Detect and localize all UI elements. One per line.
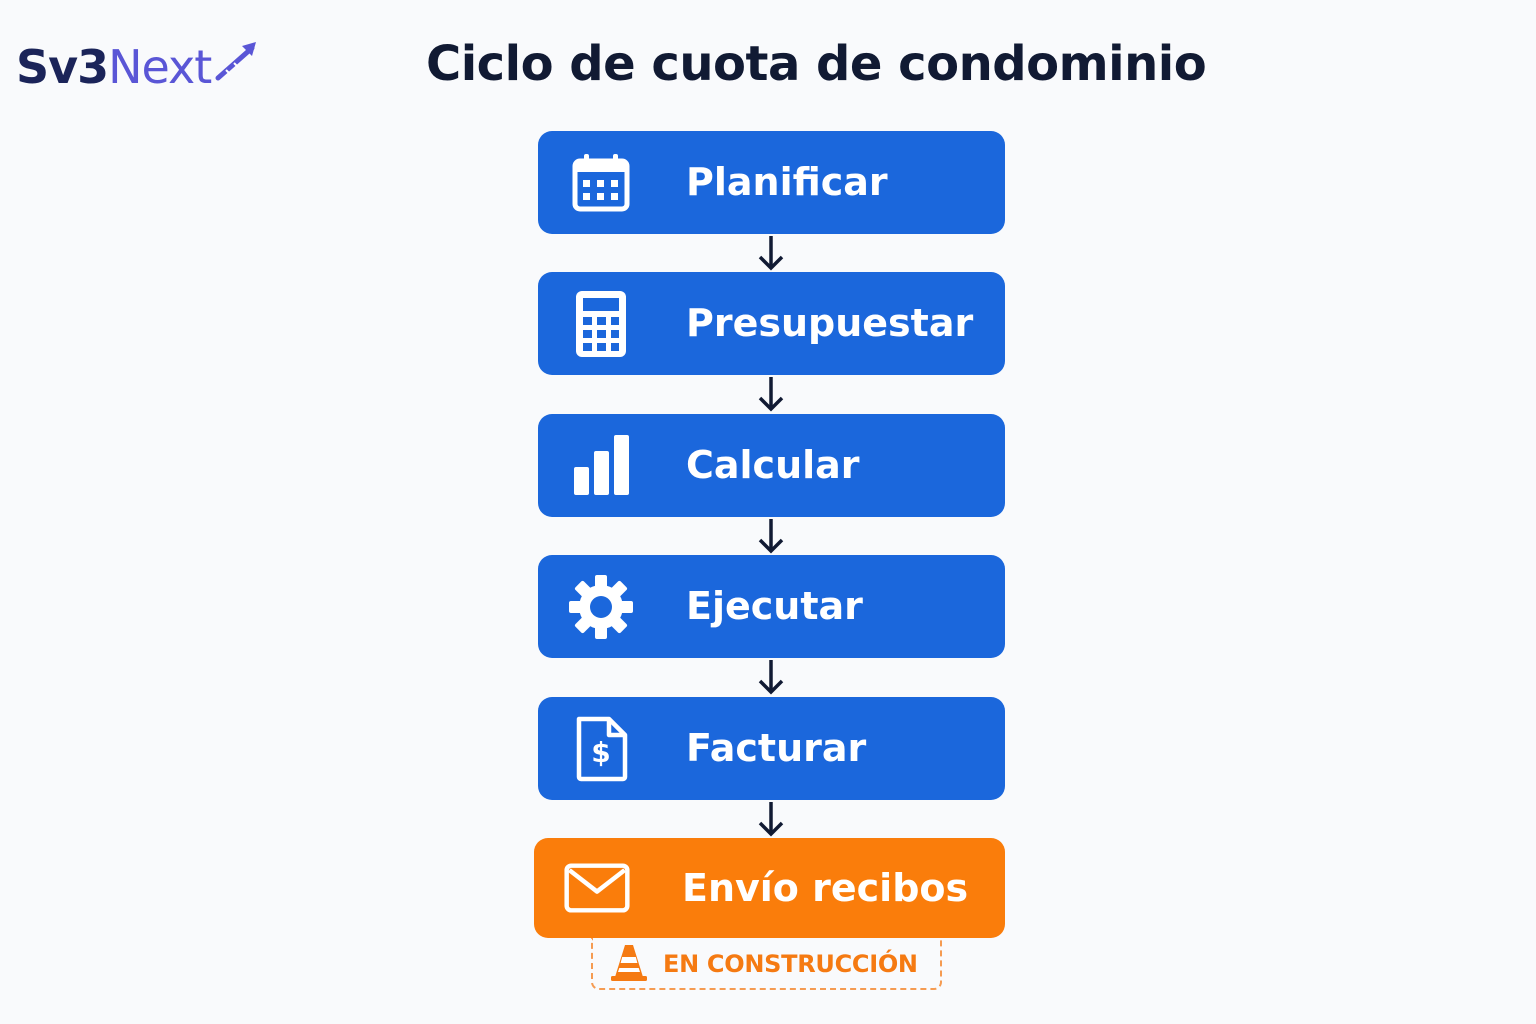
logo-text-part1: Sv3 — [16, 40, 109, 94]
svg-text:$: $ — [591, 736, 610, 769]
step-label: Envío recibos — [682, 866, 969, 910]
arrow-down-icon — [758, 519, 784, 554]
arrow-down-icon — [758, 802, 784, 837]
step-planificar: Planificar — [538, 131, 1005, 234]
step-calcular: Calcular — [538, 414, 1005, 517]
bar-chart-icon — [568, 433, 634, 499]
calendar-icon — [568, 150, 634, 216]
envelope-icon — [564, 855, 630, 921]
traffic-cone-icon — [611, 945, 647, 981]
growth-arrow-icon — [215, 42, 256, 81]
under-construction-badge: EN CONSTRUCCIÓN — [591, 938, 942, 990]
step-envio-recibos: Envío recibos — [534, 838, 1005, 938]
step-facturar: $ Facturar — [538, 697, 1005, 800]
badge-label: EN CONSTRUCCIÓN — [663, 950, 918, 978]
step-label: Presupuestar — [686, 301, 974, 345]
logo-text: Sv3Next — [16, 42, 256, 90]
step-label: Planificar — [686, 160, 888, 204]
logo-text-part2: Next — [108, 40, 212, 94]
step-label: Calcular — [686, 443, 860, 487]
page-title: Ciclo de cuota de condominio — [426, 36, 1207, 92]
step-label: Ejecutar — [686, 584, 863, 628]
step-presupuestar: Presupuestar — [538, 272, 1005, 375]
arrow-down-icon — [758, 377, 784, 412]
step-ejecutar: Ejecutar — [538, 555, 1005, 658]
arrow-down-icon — [758, 660, 784, 695]
calculator-icon — [568, 290, 634, 357]
step-label: Facturar — [686, 726, 867, 770]
arrow-down-icon — [758, 236, 784, 271]
invoice-icon: $ — [568, 716, 634, 782]
gear-icon — [568, 574, 634, 640]
logo: Sv3Next — [16, 20, 256, 90]
